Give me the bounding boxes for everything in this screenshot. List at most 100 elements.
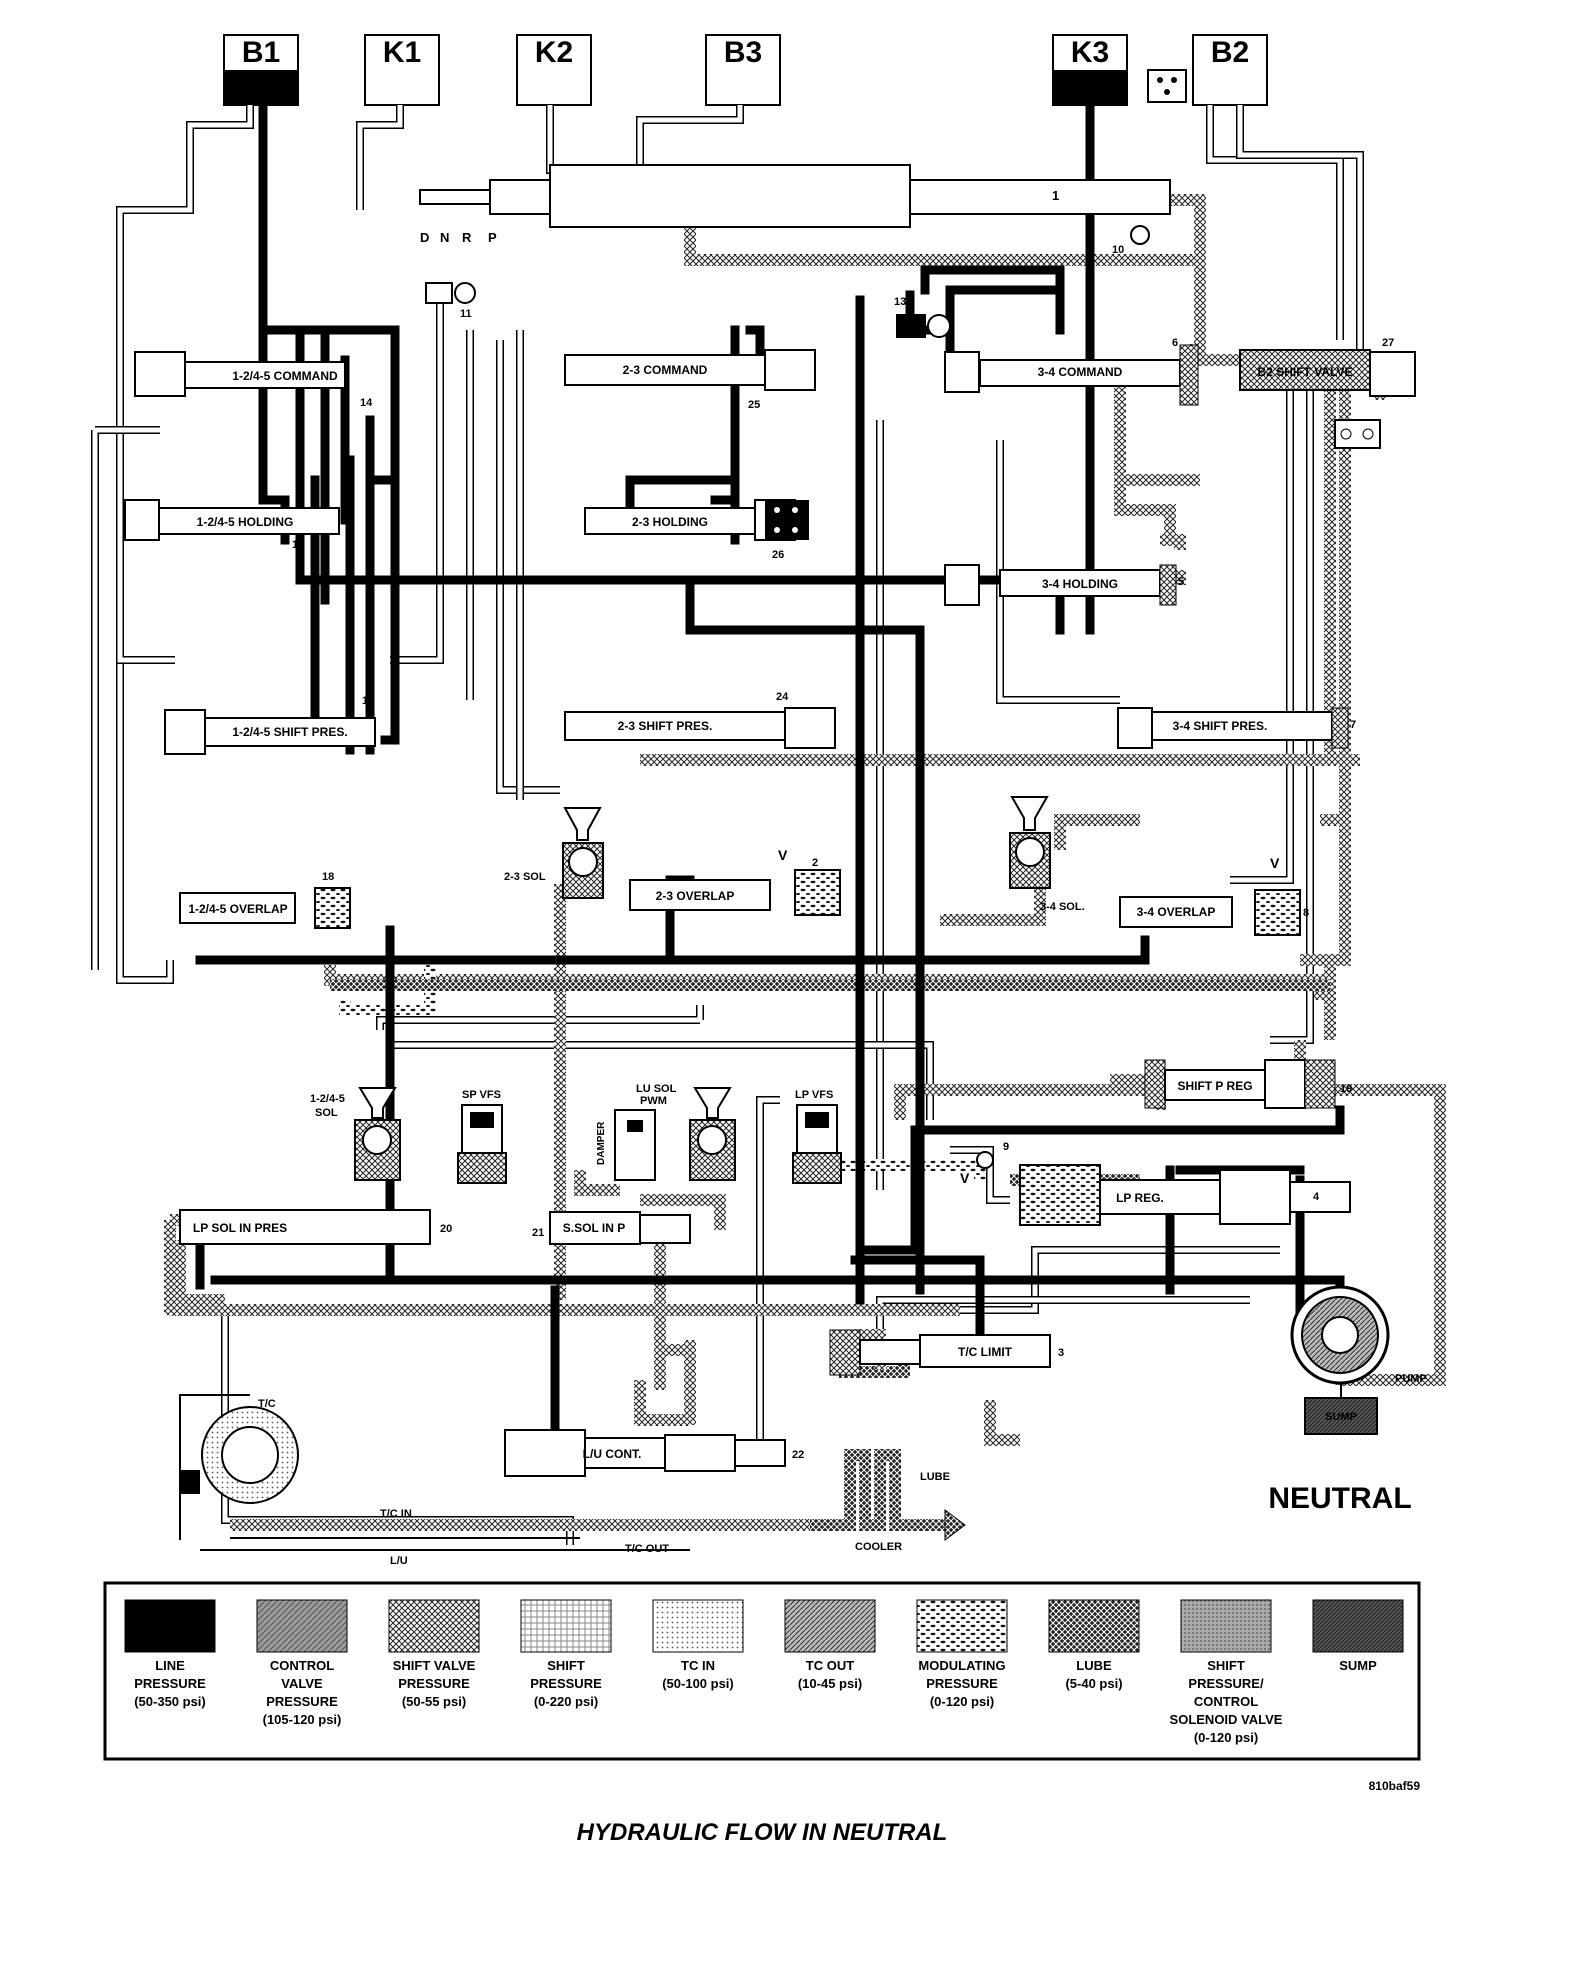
legend-item-sump: SUMP bbox=[1339, 1658, 1377, 1673]
orifice-v-label-9: V bbox=[960, 1170, 970, 1186]
svg-text:(50-55 psi): (50-55 psi) bbox=[402, 1694, 466, 1709]
tc-in-label: T/C IN bbox=[380, 1508, 412, 1520]
svg-text:(50-100 psi): (50-100 psi) bbox=[662, 1676, 734, 1691]
valve-shift-p-reg-label: SHIFT P REG bbox=[1177, 1079, 1252, 1093]
orifice-v-label-34: V bbox=[1270, 855, 1280, 871]
solenoid-lu-pwm: LU SOL PWM bbox=[636, 1083, 736, 1181]
legend-swatch-shift-pressure-control bbox=[1180, 1599, 1272, 1653]
valve-tc-limit-label: T/C LIMIT bbox=[958, 1345, 1013, 1359]
valve-25-number: 25 bbox=[748, 399, 760, 411]
legend: LINE PRESSURE (50-350 psi) CONTROL VALVE… bbox=[103, 1581, 1421, 1761]
solenoid-sp-vfs: SP VFS bbox=[457, 1089, 507, 1184]
pump-label: PUMP bbox=[1395, 1373, 1427, 1385]
check-ball-13-label: 13 bbox=[894, 296, 906, 308]
figure-code: 810baf59 bbox=[1369, 1779, 1421, 1793]
lu-label: L/U bbox=[390, 1555, 408, 1567]
solenoid-sp-vfs-label: SP VFS bbox=[462, 1089, 501, 1101]
valve-20-number: 20 bbox=[440, 1223, 452, 1235]
valve-1245-holding: 1-2/4-5 HOLDING 15 bbox=[124, 499, 340, 551]
valve-s-sol-in-p-label: S.SOL IN P bbox=[563, 1221, 625, 1235]
svg-text:(10-45 psi): (10-45 psi) bbox=[798, 1676, 862, 1691]
cooler: LUBE COOLER bbox=[810, 1449, 966, 1553]
valve-14-number: 14 bbox=[360, 397, 373, 409]
valve-tc-limit: T/C LIMIT 3 bbox=[829, 1329, 1064, 1376]
valve-b2-shift: B2 SHIFT VALVE 27 bbox=[1239, 337, 1416, 449]
valve-26-number: 26 bbox=[772, 549, 784, 561]
valve-22-number: 22 bbox=[792, 1449, 804, 1461]
valve-34-holding-label: 3-4 HOLDING bbox=[1042, 577, 1118, 591]
solenoid-lp-vfs-label: LP VFS bbox=[795, 1089, 833, 1101]
svg-text:(0-220 psi): (0-220 psi) bbox=[534, 1694, 598, 1709]
svg-text:TC IN: TC IN bbox=[681, 1658, 715, 1673]
valve-5-number: 5 bbox=[1178, 576, 1184, 588]
thin-passages bbox=[91, 105, 1364, 1545]
valve-34-command: 3-4 COMMAND 6 bbox=[944, 337, 1199, 406]
valve-34-shift-pres-label: 3-4 SHIFT PRES. bbox=[1173, 719, 1268, 733]
valve-7-number: 7 bbox=[1350, 719, 1356, 731]
valve-shift-p-reg: SHIFT P REG 19 bbox=[1144, 1059, 1352, 1109]
valve-24-number: 24 bbox=[776, 691, 789, 703]
legend-item-control: CONTROL VALVE PRESSURE (105-120 psi) bbox=[263, 1658, 342, 1727]
legend-swatch-modulating bbox=[916, 1599, 1008, 1653]
legend-item-tc-out: TC OUT (10-45 psi) bbox=[798, 1658, 862, 1691]
clutch-k2: K2 bbox=[516, 34, 592, 106]
svg-text:MODULATING: MODULATING bbox=[918, 1658, 1005, 1673]
valve-b2-shift-label: B2 SHIFT VALVE bbox=[1258, 365, 1353, 379]
solenoid-23-label: 2-3 SOL bbox=[504, 871, 546, 883]
legend-item-lube: LUBE (5-40 psi) bbox=[1065, 1658, 1122, 1691]
valve-lp-sol-in-pres: LP SOL IN PRES 20 bbox=[179, 1209, 452, 1245]
valve-1245-shift-pres: 1-2/4-5 SHIFT PRES. 16 bbox=[164, 695, 376, 755]
legend-swatch-shift bbox=[520, 1599, 612, 1653]
svg-text:CONTROL: CONTROL bbox=[1194, 1694, 1258, 1709]
pump: PUMP bbox=[1290, 1285, 1427, 1385]
clutch-k1: K1 bbox=[364, 34, 440, 106]
legend-swatch-line bbox=[124, 1599, 216, 1653]
position-d-label: D bbox=[420, 230, 429, 245]
valve-23-command: 2-3 COMMAND 25 bbox=[564, 349, 816, 411]
svg-text:VALVE: VALVE bbox=[281, 1676, 323, 1691]
valve-34-command-label: 3-4 COMMAND bbox=[1038, 365, 1123, 379]
svg-text:(5-40 psi): (5-40 psi) bbox=[1065, 1676, 1122, 1691]
position-r-label: R bbox=[462, 230, 472, 245]
legend-swatch-tc-in bbox=[652, 1599, 744, 1653]
sump: SUMP bbox=[1304, 1383, 1378, 1435]
check-balls: 11 13 bbox=[425, 282, 951, 338]
valve-18-number: 18 bbox=[322, 871, 334, 883]
valve-lp-reg: LP REG. 4 9 V bbox=[960, 1141, 1351, 1226]
check-ball-9-label: 9 bbox=[1003, 1141, 1009, 1153]
valve-1245-holding-label: 1-2/4-5 HOLDING bbox=[197, 515, 294, 529]
manual-valve-number: 1 bbox=[1052, 188, 1059, 203]
check-ball-10-label: 10 bbox=[1112, 244, 1124, 256]
clutch-b1-label: B1 bbox=[242, 36, 280, 69]
svg-text:PRESSURE: PRESSURE bbox=[134, 1676, 206, 1691]
valve-23-shift-pres: 2-3 SHIFT PRES. 24 bbox=[564, 691, 836, 749]
clutch-k3: K3 bbox=[1052, 34, 1128, 106]
valve-34-shift-pres: 3-4 SHIFT PRES. 7 bbox=[1117, 707, 1356, 749]
position-p-label: P bbox=[488, 230, 497, 245]
legend-item-line: LINE PRESSURE (50-350 psi) bbox=[134, 1658, 206, 1709]
solenoid-lu-label-line1: LU SOL bbox=[636, 1083, 677, 1095]
valve-34-holding: 3-4 HOLDING 5 bbox=[944, 564, 1184, 606]
svg-text:(0-120 psi): (0-120 psi) bbox=[1194, 1730, 1258, 1745]
legend-item-tc-in: TC IN (50-100 psi) bbox=[662, 1658, 734, 1691]
svg-text:SHIFT VALVE: SHIFT VALVE bbox=[393, 1658, 476, 1673]
clutch-k1-label: K1 bbox=[383, 36, 421, 69]
svg-text:SHIFT: SHIFT bbox=[1207, 1658, 1245, 1673]
solenoid-34-label: 3-4 SOL. bbox=[1040, 901, 1085, 913]
svg-text:(50-350 psi): (50-350 psi) bbox=[134, 1694, 206, 1709]
clutch-b2-label: B2 bbox=[1211, 36, 1249, 69]
clutch-b1: B1 bbox=[223, 34, 299, 106]
svg-text:PRESSURE/: PRESSURE/ bbox=[1188, 1676, 1264, 1691]
svg-text:CONTROL: CONTROL bbox=[270, 1658, 334, 1673]
valve-lu-cont-label: L/U CONT. bbox=[583, 1447, 642, 1461]
valve-15-number: 15 bbox=[292, 539, 304, 551]
position-n-label: N bbox=[440, 230, 449, 245]
clutch-b3-label: B3 bbox=[724, 36, 762, 69]
torque-converter: T/C T/C IN L/U T/C OUT bbox=[179, 1394, 810, 1567]
valve-3-number: 3 bbox=[1058, 1347, 1064, 1359]
svg-text:(105-120 psi): (105-120 psi) bbox=[263, 1712, 342, 1727]
valve-23-command-label: 2-3 COMMAND bbox=[623, 363, 708, 377]
valve-6-number: 6 bbox=[1172, 337, 1178, 349]
svg-text:PRESSURE: PRESSURE bbox=[530, 1676, 602, 1691]
